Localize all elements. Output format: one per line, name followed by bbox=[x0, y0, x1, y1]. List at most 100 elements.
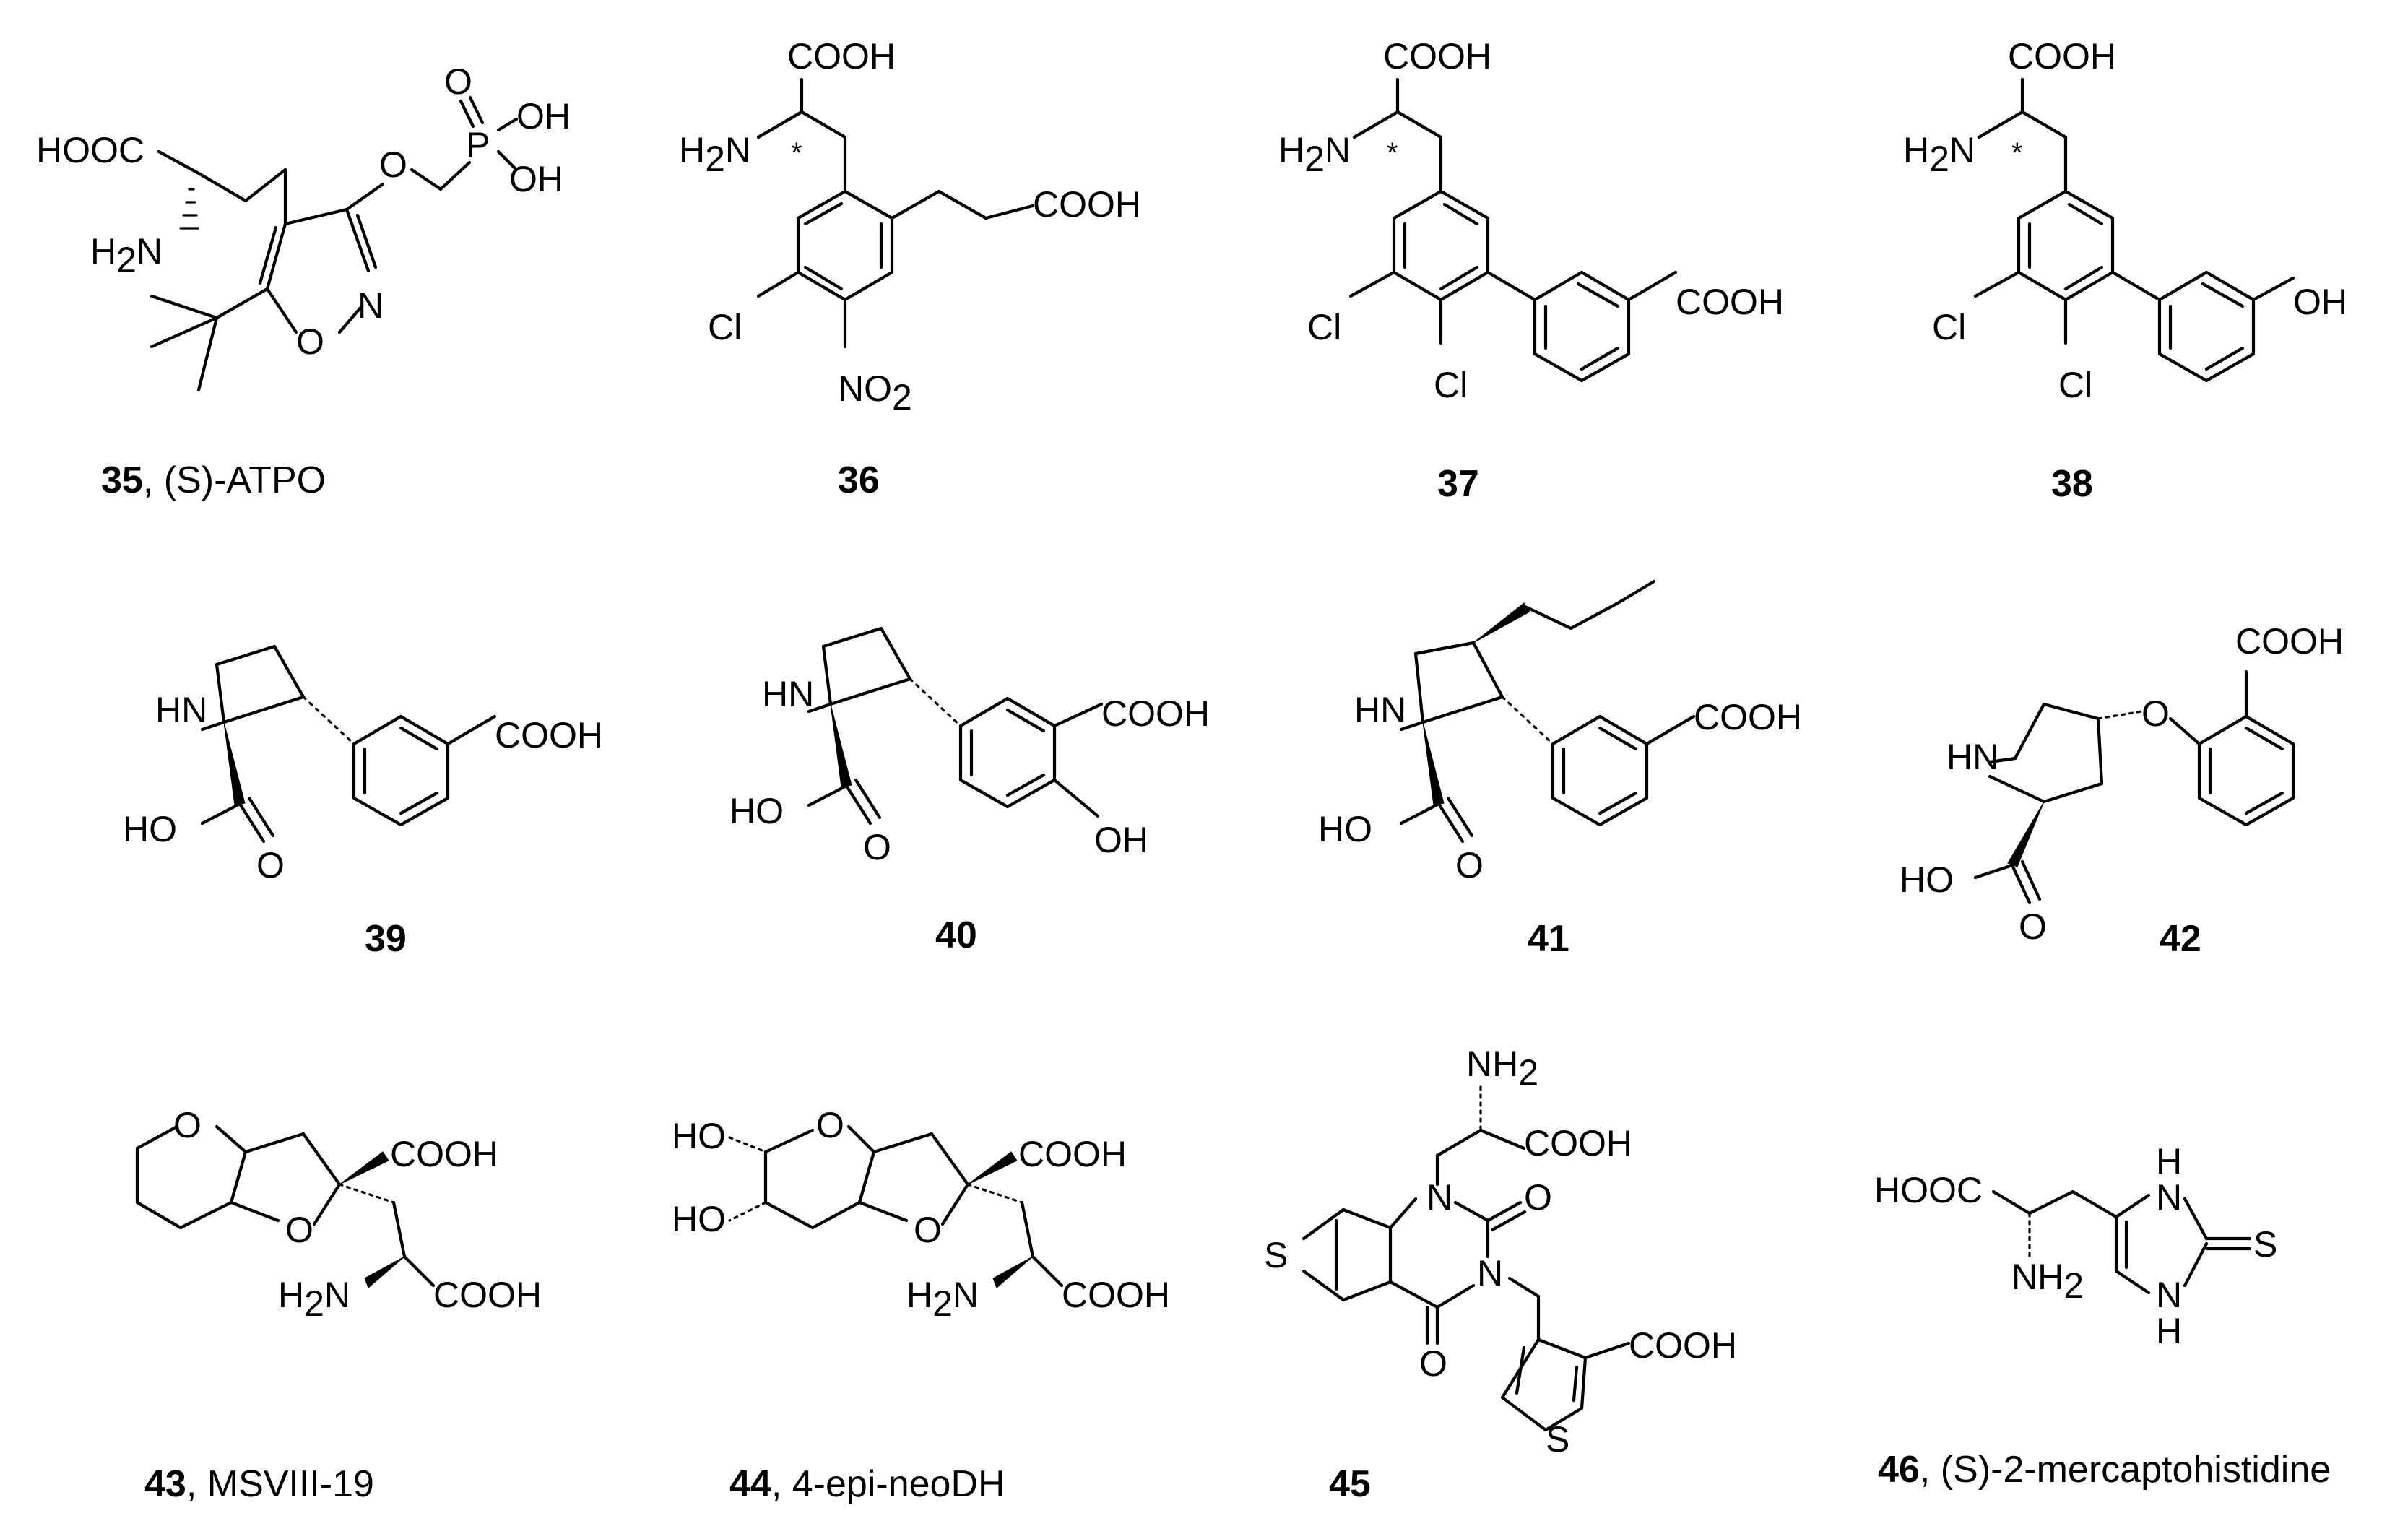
compound-name: (S)-2-mercaptohistidine bbox=[1940, 1449, 2331, 1491]
atom-label: HN bbox=[762, 674, 814, 714]
bond bbox=[2067, 202, 2104, 226]
bond bbox=[2071, 1190, 2118, 1219]
hash-bond bbox=[728, 1201, 767, 1222]
structure-45: NH2 COOH N O N O S COOH S bbox=[1264, 1044, 1737, 1460]
bond bbox=[2020, 110, 2068, 139]
bond bbox=[345, 182, 385, 212]
atom-label: HO bbox=[729, 791, 784, 831]
bond bbox=[446, 714, 497, 746]
bond bbox=[1435, 1128, 1483, 1158]
atom-label: NO2 bbox=[838, 368, 912, 417]
structure-38: COOH H2N * Cl Cl OH bbox=[1903, 36, 2347, 405]
bond bbox=[1031, 1254, 1064, 1288]
hash-bond bbox=[2097, 710, 2143, 720]
wedge-bond bbox=[967, 1151, 1018, 1185]
bond bbox=[410, 168, 443, 191]
compound-number: 36 bbox=[838, 459, 880, 501]
atom-label: O bbox=[816, 1105, 844, 1145]
bond bbox=[1341, 1208, 1393, 1230]
atom-label: N bbox=[2156, 1275, 2182, 1315]
bond bbox=[1977, 110, 2024, 139]
structure-40: HN HO O COOH OH bbox=[729, 626, 1210, 867]
compound-name: (S)-ATPO bbox=[163, 459, 326, 501]
bond bbox=[1302, 1269, 1346, 1302]
wedge-bond bbox=[223, 722, 246, 806]
bond bbox=[238, 802, 266, 844]
bond bbox=[756, 110, 804, 139]
bond bbox=[940, 1182, 970, 1226]
bond bbox=[301, 1132, 342, 1187]
bond bbox=[872, 1132, 934, 1154]
bond bbox=[2013, 702, 2104, 786]
bond bbox=[2204, 346, 2245, 371]
atom-label: H2N bbox=[90, 231, 163, 280]
bond bbox=[157, 150, 201, 176]
bond bbox=[399, 726, 439, 751]
wedge-bond bbox=[339, 1151, 389, 1185]
bond bbox=[810, 1200, 862, 1230]
bond bbox=[1399, 802, 1441, 826]
atom-label: HO bbox=[672, 1199, 726, 1239]
bond bbox=[496, 117, 519, 132]
benzene-ring bbox=[958, 696, 1057, 809]
stereo-marker: * bbox=[791, 137, 802, 169]
atom-label: Cl bbox=[1307, 307, 1341, 347]
caption-42: 42 bbox=[2160, 917, 2201, 961]
bond bbox=[438, 160, 472, 191]
atom-label: COOH bbox=[1101, 693, 1210, 734]
atom-label: O bbox=[914, 1210, 942, 1250]
atom-label: N bbox=[1426, 1177, 1452, 1218]
bond bbox=[1486, 1200, 1523, 1223]
atom-label: H2N bbox=[1278, 130, 1351, 179]
bond bbox=[1005, 773, 1046, 797]
caption-41: 41 bbox=[1528, 917, 1569, 961]
atom-label: O bbox=[379, 144, 407, 185]
bond bbox=[2244, 726, 2284, 751]
atom-label: OH bbox=[1094, 820, 1148, 860]
bond bbox=[2168, 716, 2201, 746]
atom-label: COOH bbox=[495, 715, 603, 755]
compound-number: 45 bbox=[1329, 1463, 1371, 1505]
caption-45: 45 bbox=[1329, 1462, 1371, 1506]
bond bbox=[196, 316, 219, 392]
bond bbox=[135, 1124, 233, 1230]
bond bbox=[196, 171, 248, 203]
bond bbox=[1478, 1128, 1526, 1150]
bond bbox=[1453, 1200, 1490, 1223]
atom-label: S bbox=[1546, 1419, 1569, 1460]
benzene-ring bbox=[1551, 714, 1649, 827]
atom-label: Cl bbox=[1434, 365, 1468, 405]
bond bbox=[1439, 265, 1479, 291]
caption-35: 35, (S)-ATPO bbox=[101, 459, 326, 501]
bond bbox=[222, 695, 306, 724]
atom-label: O bbox=[285, 1210, 313, 1250]
compound-number: 37 bbox=[1437, 463, 1479, 505]
bond bbox=[1388, 1280, 1439, 1309]
bond bbox=[265, 287, 298, 334]
bond bbox=[1988, 756, 2017, 764]
bond bbox=[468, 95, 485, 125]
bond bbox=[1388, 1197, 1418, 1230]
bond bbox=[215, 287, 269, 320]
atom-label: NH2 bbox=[1466, 1044, 1538, 1093]
bond bbox=[2020, 859, 2042, 901]
atom-label: COOH bbox=[1018, 1134, 1127, 1174]
atom-label: N bbox=[358, 285, 384, 326]
caption-37: 37 bbox=[1437, 462, 1479, 506]
hash-bond bbox=[909, 677, 962, 727]
bond bbox=[1973, 270, 2021, 298]
bond bbox=[1435, 1283, 1476, 1309]
atom-label: HOOC bbox=[1874, 1170, 1983, 1210]
bond bbox=[215, 644, 306, 724]
structure-44: HO O HO O COOH H2N COOH bbox=[672, 1105, 1170, 1324]
bond bbox=[1598, 726, 1638, 751]
bond bbox=[1576, 282, 1620, 308]
bond bbox=[1352, 110, 1400, 139]
benzene-ring bbox=[2017, 189, 2115, 302]
atom-label: O bbox=[296, 321, 324, 362]
bond bbox=[763, 1128, 815, 1154]
bond bbox=[857, 1150, 876, 1205]
wedge-bond bbox=[364, 1256, 405, 1288]
caption-38: 38 bbox=[2051, 462, 2093, 506]
thiophene-ring bbox=[1500, 1338, 1588, 1432]
